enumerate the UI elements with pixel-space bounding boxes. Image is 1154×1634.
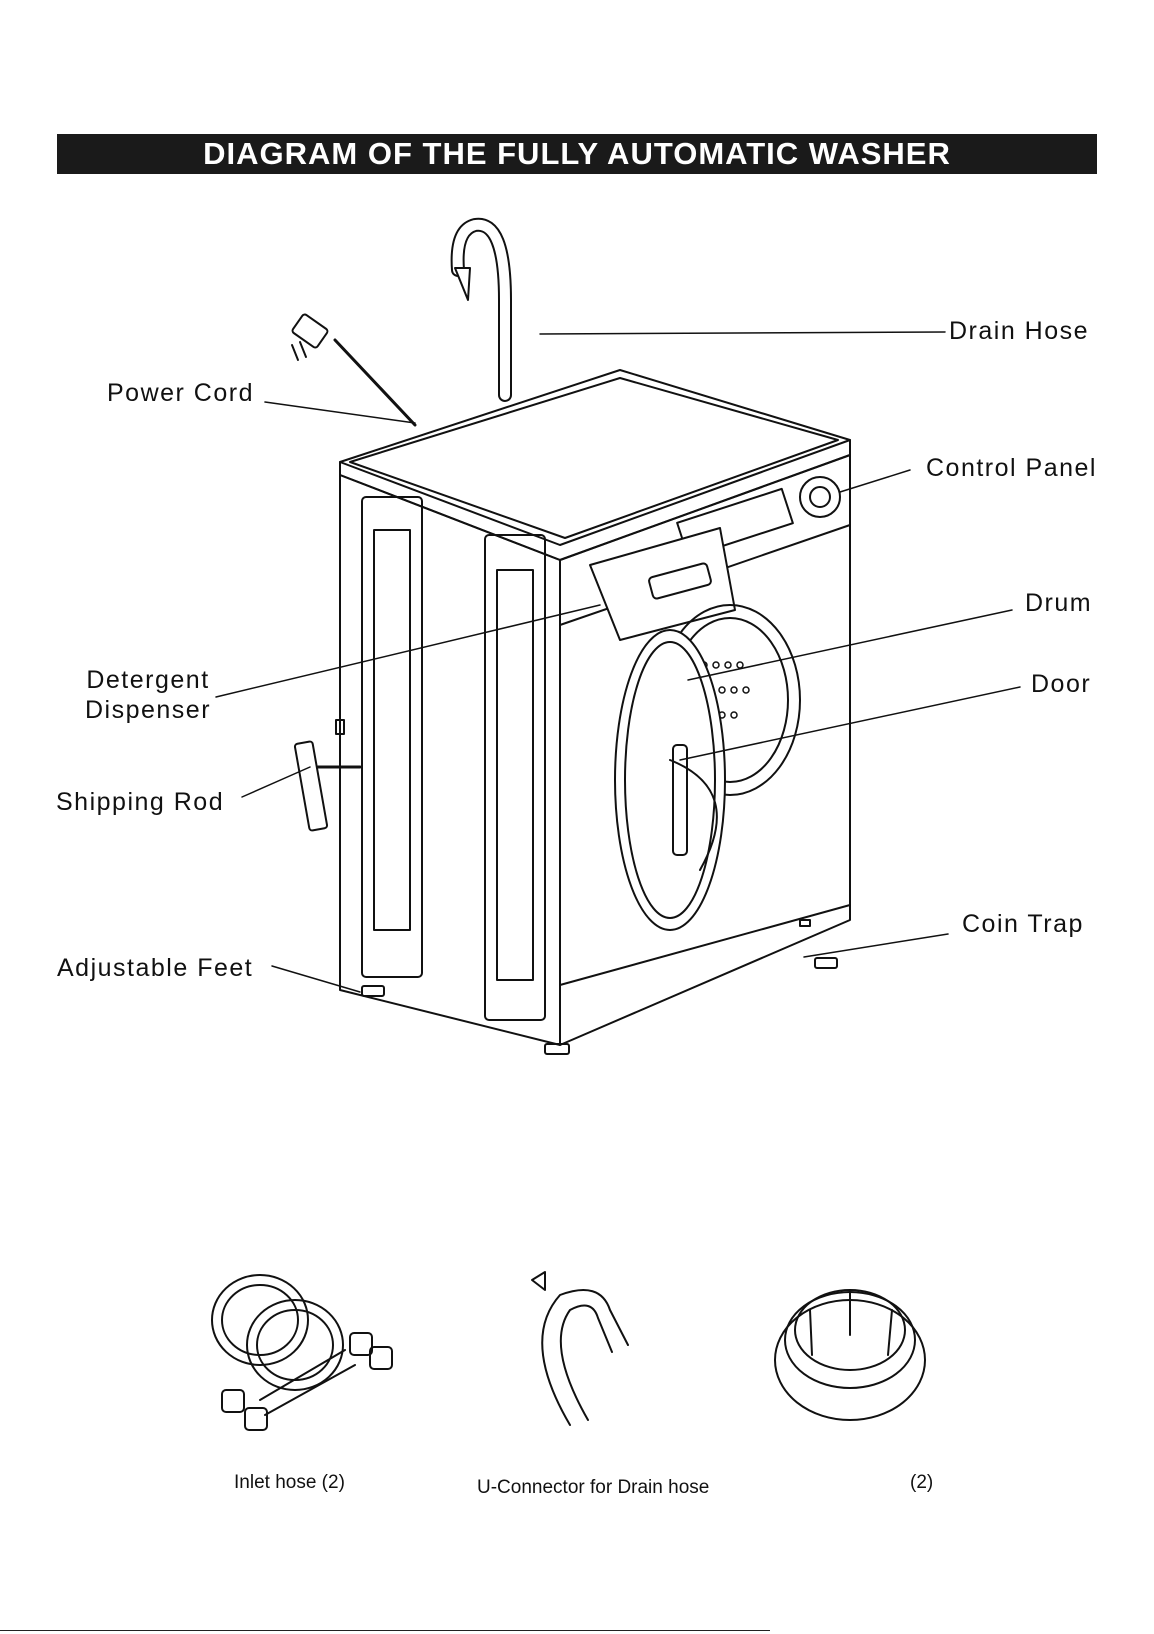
bottom-rule xyxy=(0,1630,770,1631)
label-adjustable-feet: Adjustable Feet xyxy=(57,953,253,983)
detergent-dispenser-illustration xyxy=(590,528,735,640)
caption-inlet-hose: Inlet hose (2) xyxy=(234,1472,345,1494)
label-detergent-dispenser-line1: Detergent xyxy=(78,665,218,695)
label-detergent-dispenser-line2: Dispenser xyxy=(78,695,218,725)
u-connector-illustration xyxy=(532,1272,628,1425)
label-coin-trap: Coin Trap xyxy=(962,909,1084,939)
label-detergent-dispenser: Detergent Dispenser xyxy=(78,665,218,725)
label-drum: Drum xyxy=(1025,588,1092,618)
label-drain-hose: Drain Hose xyxy=(949,316,1089,346)
label-power-cord: Power Cord xyxy=(107,378,254,408)
caption-u-connector: U-Connector for Drain hose xyxy=(477,1477,709,1499)
label-shipping-rod: Shipping Rod xyxy=(56,787,224,817)
feet-illustration xyxy=(362,920,837,1054)
label-control-panel: Control Panel xyxy=(926,453,1097,483)
ring-illustration xyxy=(775,1290,925,1420)
label-door: Door xyxy=(1031,669,1091,699)
drain-hose-illustration xyxy=(455,225,505,395)
inlet-hose-illustration xyxy=(212,1275,392,1430)
washer-side xyxy=(340,475,560,1045)
caption-third-item: (2) xyxy=(910,1472,933,1494)
washer-top xyxy=(340,370,850,560)
shipping-rod-illustration xyxy=(294,720,360,831)
